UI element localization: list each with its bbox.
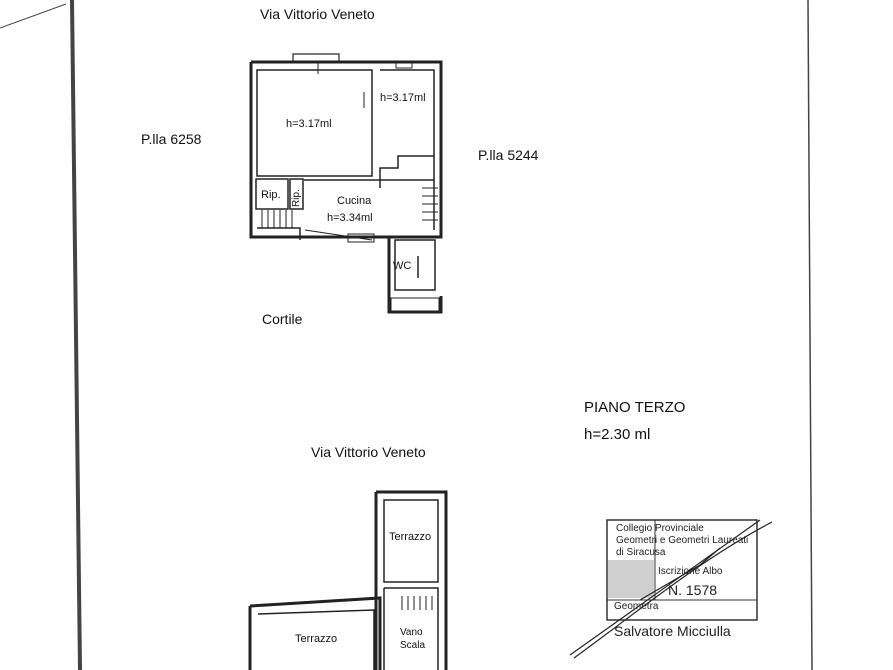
storage-label: Rip. — [261, 189, 281, 201]
top-plan-walls — [249, 53, 443, 314]
stamp-reg-number: N. 1578 — [668, 582, 718, 598]
stamp-title: Geometra — [614, 601, 659, 612]
stamp-reg-label: Iscrizione Albo — [658, 566, 723, 577]
courtyard-label: Cortile — [262, 311, 303, 327]
top-street-label: Via Vittorio Veneto — [260, 6, 375, 22]
stair-label-line1: Vano — [400, 627, 423, 638]
stair-label-line2: Scala — [400, 640, 426, 651]
stamp-name: Salvatore Micciulla — [614, 623, 731, 639]
stamp-line3: di Siracusa — [616, 547, 666, 558]
floor-name: PIANO TERZO — [584, 399, 686, 416]
terrace-left-label: Terrazzo — [295, 633, 338, 645]
bottom-street-label: Via Vittorio Veneto — [311, 444, 426, 460]
stamp-box — [606, 519, 758, 621]
parcel-right-label: P.lla 5244 — [478, 147, 539, 163]
room-right-height: h=3.17ml — [380, 92, 426, 104]
kitchen-height: h=3.34ml — [327, 212, 373, 224]
kitchen-label: Cucina — [337, 195, 372, 207]
parcel-left-label: P.lla 6258 — [141, 131, 202, 147]
page-frame — [0, 0, 813, 670]
top-plan-stairs — [261, 187, 438, 228]
signature-strokes — [569, 519, 773, 659]
wc-label: WC — [393, 260, 412, 272]
terrace-top-label: Terrazzo — [389, 531, 432, 543]
stamp-line1: Collegio Provinciale — [616, 523, 704, 534]
floor-height: h=2.30 ml — [584, 426, 651, 443]
storage-small-label: Rip. — [291, 189, 302, 207]
bottom-plan-walls — [248, 490, 448, 670]
room-main-height: h=3.17ml — [286, 118, 332, 130]
bottom-plan-stairs — [401, 596, 433, 610]
stamp-line2: Geometri e Geometri Laureati — [616, 535, 749, 546]
